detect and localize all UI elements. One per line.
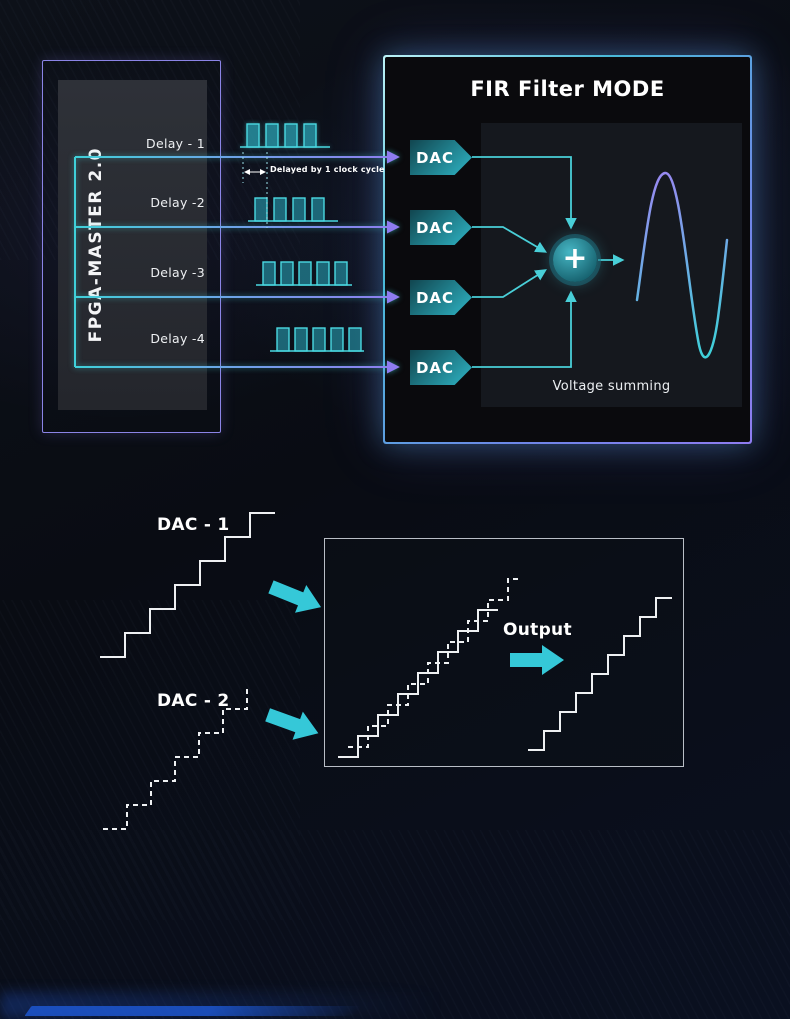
dac2-label: DAC - 2 bbox=[157, 691, 230, 711]
interleave-box bbox=[324, 538, 684, 767]
summing-node: + bbox=[553, 238, 597, 282]
measure-arrow-left-icon bbox=[244, 169, 250, 175]
fpga-outer-frame bbox=[42, 60, 221, 433]
dac2-flow-arrow-icon bbox=[265, 708, 319, 740]
pulse-train-delay-1 bbox=[240, 123, 330, 148]
fpga-block: FPGA-MASTER 2.0 bbox=[58, 80, 207, 410]
clock-cycle-note: Delayed by 1 clock cycle bbox=[270, 165, 385, 174]
clock-cycle-guides bbox=[242, 152, 268, 228]
bottom-blue-strip bbox=[24, 1006, 362, 1016]
delay-4-label: Delay -4 bbox=[150, 331, 205, 346]
dac1-label: DAC - 1 bbox=[157, 515, 230, 535]
pulse-train-delay-2 bbox=[248, 197, 338, 222]
delay-2-label: Delay -2 bbox=[150, 195, 205, 210]
pulse-train-delay-4 bbox=[270, 327, 364, 352]
measure-arrow-right-icon bbox=[260, 169, 266, 175]
plus-icon: + bbox=[562, 241, 588, 276]
dac1-flow-arrow-icon bbox=[268, 580, 322, 613]
voltage-summing-caption: Voltage summing bbox=[552, 379, 671, 394]
delay-3-label: Delay -3 bbox=[150, 265, 205, 280]
voltage-summing-panel bbox=[481, 123, 742, 407]
pulse-train-delay-3 bbox=[256, 261, 352, 286]
delay-1-label: Delay - 1 bbox=[146, 136, 205, 151]
background-stripes-midleft bbox=[0, 600, 300, 920]
fpga-label: FPGA-MASTER 2.0 bbox=[86, 147, 106, 343]
background-stripes-bottom bbox=[0, 830, 790, 1019]
fir-title: FIR Filter MODE bbox=[470, 77, 665, 101]
output-label: Output bbox=[503, 620, 572, 640]
